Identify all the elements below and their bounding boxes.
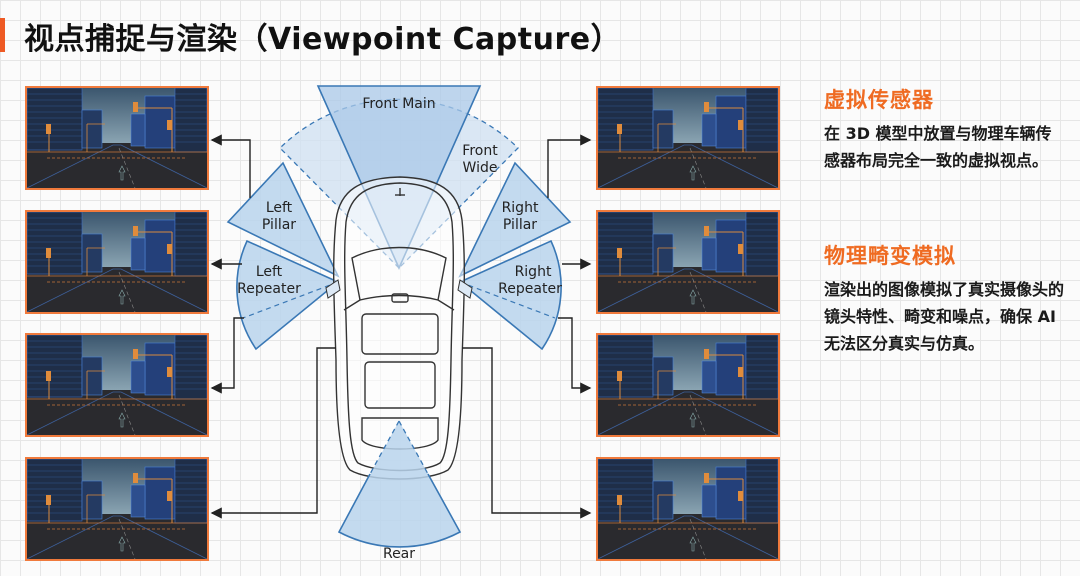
fov-right-pillar [458, 161, 572, 278]
fov-left-pillar [226, 161, 340, 278]
street-scene-render [27, 88, 207, 188]
fov-rear [339, 421, 460, 547]
connector-arrow [210, 134, 251, 198]
camera-view-thumbnail [596, 86, 780, 190]
street-scene-render [27, 212, 207, 312]
label-front-wide-2: Wide [463, 160, 498, 176]
left-mirror [325, 279, 341, 299]
street-scene-render [598, 88, 778, 188]
camera-view-thumbnail [25, 86, 209, 190]
connector-arrow [547, 134, 592, 198]
section-body: 在 3D 模型中放置与物理车辆传感器布局完全一致的虚拟视点。 [824, 124, 1052, 170]
label-right-repeater-2: Repeater [498, 281, 562, 297]
camera-view-thumbnail [596, 333, 780, 437]
label-right-pillar-1: Right [502, 200, 539, 216]
camera-view-thumbnail [596, 210, 780, 314]
camera-view-thumbnail [25, 210, 209, 314]
label-left-repeater-1: Left [256, 264, 283, 280]
label-left-pillar-1: Left [266, 200, 293, 216]
label-front-wide-1: Front [462, 143, 498, 159]
section-body: 渲染出的图像模拟了真实摄像头的镜头特性、畸变和噪点，确保 AI 无法区分真实与仿… [824, 280, 1065, 353]
label-right-repeater-1: Right [515, 264, 552, 280]
connector-arrow [558, 317, 592, 394]
section-heading: 物理畸变模拟 [824, 244, 956, 268]
label-front-main: Front Main [362, 96, 435, 112]
camera-view-thumbnail [25, 457, 209, 561]
right-mirror [457, 279, 473, 299]
label-right-pillar-2: Pillar [503, 217, 537, 233]
label-rear: Rear [383, 546, 415, 562]
street-scene-render [27, 459, 207, 559]
label-left-pillar-2: Pillar [262, 217, 296, 233]
section-distortion-simulation: 物理畸变模拟 渲染出的图像模拟了真实摄像头的镜头特性、畸变和噪点，确保 AI 无… [824, 240, 1064, 357]
label-left-repeater-2: Repeater [237, 281, 301, 297]
fov-right-repeater [458, 239, 562, 351]
connector-arrow [210, 347, 336, 519]
connector-arrow [462, 347, 592, 519]
connector-arrow [210, 317, 244, 394]
camera-view-thumbnail [596, 457, 780, 561]
section-heading: 虚拟传感器 [824, 88, 934, 112]
street-scene-render [598, 459, 778, 559]
title-accent-bar [0, 18, 5, 52]
page-title: 视点捕捉与渲染（Viewpoint Capture） [24, 22, 622, 57]
street-scene-render [598, 212, 778, 312]
camera-view-thumbnail [25, 333, 209, 437]
section-virtual-sensors: 虚拟传感器 在 3D 模型中放置与物理车辆传感器布局完全一致的虚拟视点。 [824, 84, 1064, 174]
fov-left-repeater [236, 239, 340, 351]
street-scene-render [598, 335, 778, 435]
street-scene-render [27, 335, 207, 435]
